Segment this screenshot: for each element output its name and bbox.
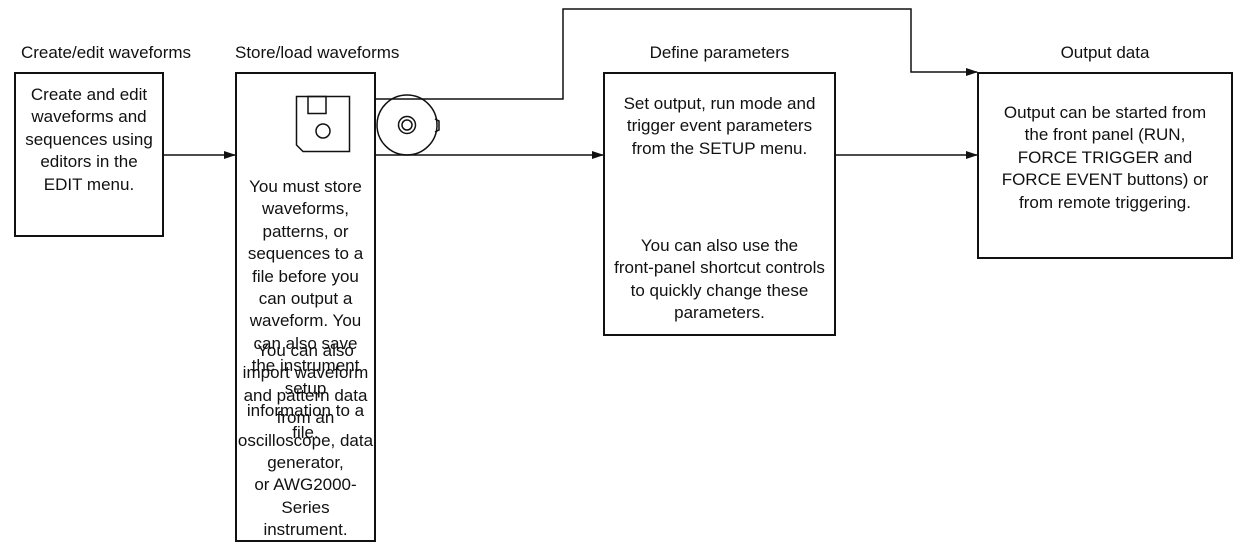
connector-layer [164,8,978,159]
stage-text-define-parameters-shortcuts: You can also use the front-panel shortcu… [614,236,825,323]
arrow-store-to-output-bypass [376,8,978,100]
stage-box-output-data: Output can be started from the front pan… [977,72,1233,259]
stage-text-output-data: Output can be started from the front pan… [1001,103,1209,212]
stage-text-store-load-import: You can also import waveform and pattern… [237,341,374,540]
stage-text-store-load: You must store waveforms, patterns, or s… [246,177,365,443]
stage-text-create-edit: Create and edit waveforms and sequences … [25,85,153,194]
stage-text-define-parameters: Set output, run mode and trigger event p… [623,94,816,158]
stage-heading-output-data: Output data [1060,43,1150,62]
stage-heading-create-edit: Create/edit waveforms [20,43,192,62]
floppy-disk-icon [295,95,351,153]
stage-box-define-parameters: Set output, run mode and trigger event p… [603,72,836,336]
stage-box-store-load: You must store waveforms, patterns, or s… [235,72,440,542]
stage-box-create-edit: Create and edit waveforms and sequences … [14,72,164,237]
stage-heading-define-parameters: Define parameters [649,43,790,62]
optical-disc-icon [376,94,440,156]
stage-heading-store-load: Store/load waveforms [235,43,400,62]
